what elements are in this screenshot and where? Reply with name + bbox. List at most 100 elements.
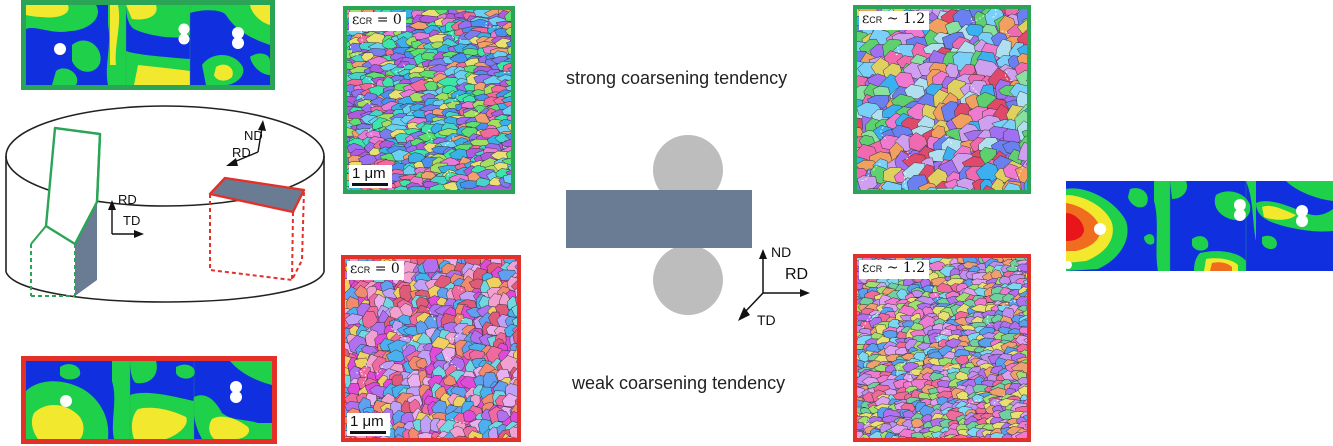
grain	[371, 437, 382, 438]
scale-bar-label-bottom-left: 1 μm	[350, 413, 384, 430]
grain-boundary	[896, 360, 909, 373]
grain	[350, 436, 359, 438]
grain	[1024, 423, 1027, 428]
grain	[1017, 142, 1027, 162]
cylinder-sketch	[5, 105, 325, 303]
grain	[1017, 19, 1027, 34]
grain	[504, 79, 511, 87]
grain	[502, 173, 511, 184]
grain-boundary	[349, 44, 362, 56]
grain	[422, 259, 439, 274]
micrograph-bottom-right: εCR ~ 1.2	[853, 254, 1031, 442]
grain	[507, 66, 511, 73]
rolling-schematic	[566, 135, 810, 321]
green-sample	[44, 126, 102, 246]
scale-bar-bottom-left: 1 μm	[347, 413, 390, 436]
scale-bar-top-left: 1 μm	[349, 165, 392, 188]
grain	[394, 433, 405, 438]
grain-boundary	[451, 92, 459, 103]
grain	[1018, 326, 1027, 335]
grain	[496, 409, 510, 422]
grain	[501, 158, 511, 165]
grain	[867, 188, 881, 190]
grain-boundary	[368, 128, 373, 135]
grain	[903, 84, 926, 100]
grain	[509, 35, 511, 40]
grain	[857, 175, 878, 190]
pole-figure-right	[1066, 181, 1333, 271]
grain	[512, 328, 517, 345]
scale-bar-line-bottom-left	[350, 431, 386, 434]
grain-boundary	[484, 22, 502, 28]
grain	[378, 435, 390, 438]
grain	[1023, 337, 1027, 343]
grain-boundary	[450, 418, 465, 424]
grain-boundary	[446, 170, 452, 176]
grain-boundary	[868, 308, 883, 322]
grain	[506, 45, 511, 55]
grain	[366, 188, 375, 190]
grain	[455, 435, 468, 438]
green-axis-up-label: RD	[118, 192, 137, 207]
grain	[415, 358, 428, 369]
grain	[449, 425, 466, 438]
grain-boundary	[451, 32, 462, 41]
grain	[516, 359, 517, 364]
grain-map-bottom-right	[857, 258, 1027, 438]
strain-label-bottom-right: εCR ~ 1.2	[859, 260, 930, 279]
grain	[1025, 79, 1027, 82]
grain-boundary	[1001, 299, 1017, 307]
grain	[1003, 182, 1021, 190]
micrograph-top-left: εCR = 0 1 μm	[343, 6, 515, 194]
grain	[510, 10, 511, 12]
grain-boundary	[986, 315, 993, 326]
grain-boundary	[1001, 30, 1010, 36]
red-sample	[208, 176, 306, 214]
grain-boundary	[861, 168, 870, 182]
grain-boundary	[393, 64, 406, 73]
grain	[462, 47, 481, 56]
grain-boundary	[391, 327, 407, 339]
grain	[494, 37, 511, 49]
grain-boundary	[354, 361, 368, 374]
strain-label-top-right: εCR ~ 1.2	[859, 11, 930, 30]
grain-boundary	[993, 394, 1005, 404]
strain-label-top-left: εCR = 0	[349, 12, 406, 31]
grain-boundary	[503, 71, 511, 75]
grain	[1017, 385, 1027, 397]
grain	[925, 436, 933, 438]
grain	[345, 313, 364, 326]
grain	[1015, 70, 1027, 87]
grain-boundary	[861, 315, 871, 329]
grain	[504, 10, 511, 22]
grain-boundary	[474, 111, 480, 116]
grain	[1001, 433, 1013, 438]
grain	[500, 138, 511, 147]
grain-boundary	[376, 364, 384, 375]
rolling-axis-down-label: TD	[757, 312, 776, 328]
grain-boundary	[444, 354, 460, 370]
grain-map-bottom-left	[345, 259, 517, 438]
grain	[463, 409, 478, 422]
grain-boundary	[970, 84, 981, 97]
micrograph-top-right: εCR ~ 1.2	[853, 5, 1031, 194]
grain-boundary	[410, 335, 417, 343]
grain-boundary	[444, 134, 456, 147]
grain	[435, 436, 445, 438]
grain	[347, 189, 350, 190]
pole-figure-top-left-map	[26, 5, 270, 85]
grain-boundary	[940, 366, 953, 370]
grain-boundary	[358, 373, 367, 384]
grain	[504, 133, 511, 141]
caption-weak: weak coarsening tendency	[572, 373, 786, 393]
grain	[1022, 414, 1027, 422]
grain	[1018, 319, 1027, 328]
red-axis-up-label: ND	[244, 128, 263, 143]
grain-boundary	[909, 370, 913, 385]
grain	[890, 435, 901, 438]
grain	[979, 178, 995, 190]
grain	[505, 149, 511, 161]
grain-boundary	[864, 419, 869, 426]
upper-roll	[653, 135, 723, 205]
